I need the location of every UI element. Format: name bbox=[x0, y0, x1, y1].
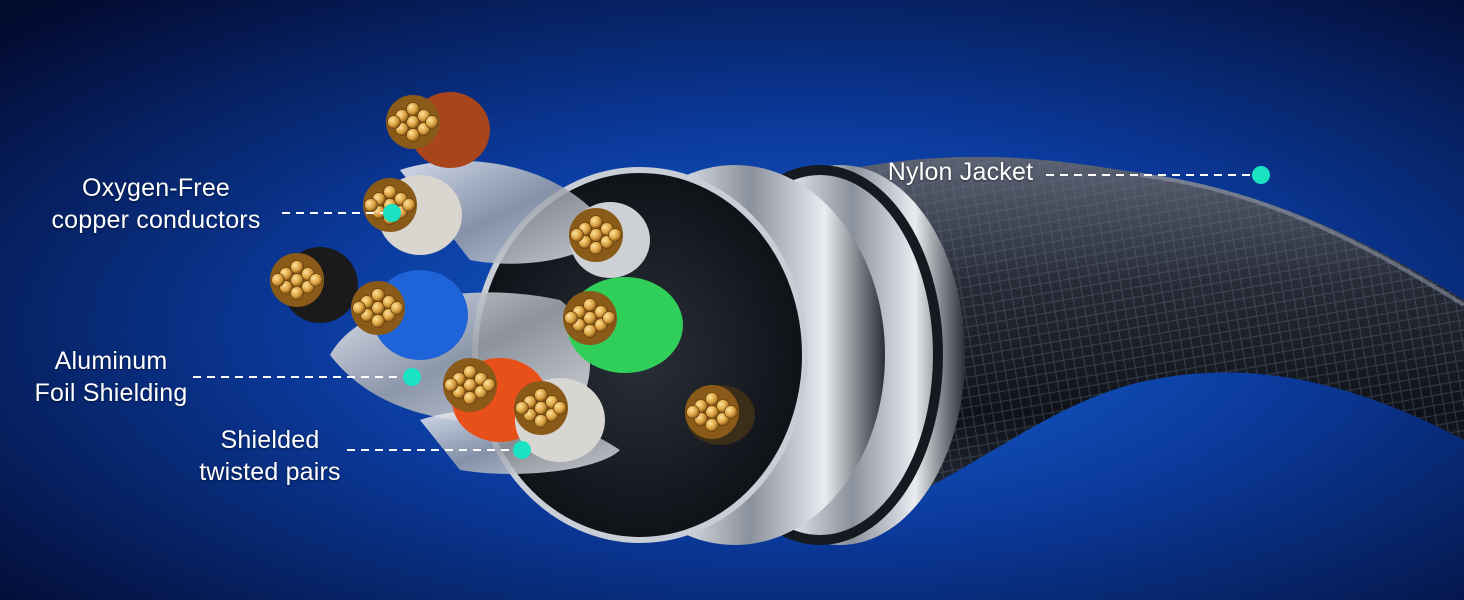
copper-bundle bbox=[351, 281, 405, 335]
callout-jacket-line1: Nylon Jacket bbox=[887, 158, 1034, 186]
copper-conductors bbox=[270, 95, 739, 439]
teal-dot-icon bbox=[1252, 166, 1270, 184]
copper-bundle bbox=[685, 385, 739, 439]
copper-bundle bbox=[443, 358, 497, 412]
copper-bundle bbox=[514, 381, 568, 435]
callout-lines bbox=[193, 174, 1255, 451]
teal-dot-icon bbox=[383, 204, 401, 222]
teal-dot-icon bbox=[513, 441, 531, 459]
callout-conductors-line2: copper conductors bbox=[51, 206, 261, 234]
teal-dot-icon bbox=[403, 368, 421, 386]
copper-bundle bbox=[563, 291, 617, 345]
callout-conductors-line1: Oxygen-Free bbox=[81, 174, 231, 202]
copper-bundle bbox=[386, 95, 440, 149]
callout-foil-line2: Foil Shielding bbox=[34, 379, 188, 407]
callout-conductors: Oxygen-Free copper conductors bbox=[38, 172, 274, 236]
copper-bundle bbox=[270, 253, 324, 307]
callout-markers bbox=[383, 166, 1270, 459]
copper-bundle bbox=[569, 208, 623, 262]
callout-pairs-line2: twisted pairs bbox=[199, 458, 341, 486]
callout-foil-line1: Aluminum bbox=[54, 347, 168, 375]
callout-nylon-jacket: Nylon Jacket bbox=[878, 156, 1043, 188]
callout-pairs-line1: Shielded bbox=[220, 426, 320, 454]
callout-foil-shielding: Aluminum Foil Shielding bbox=[28, 345, 194, 409]
callout-twisted-pairs: Shielded twisted pairs bbox=[190, 424, 350, 488]
